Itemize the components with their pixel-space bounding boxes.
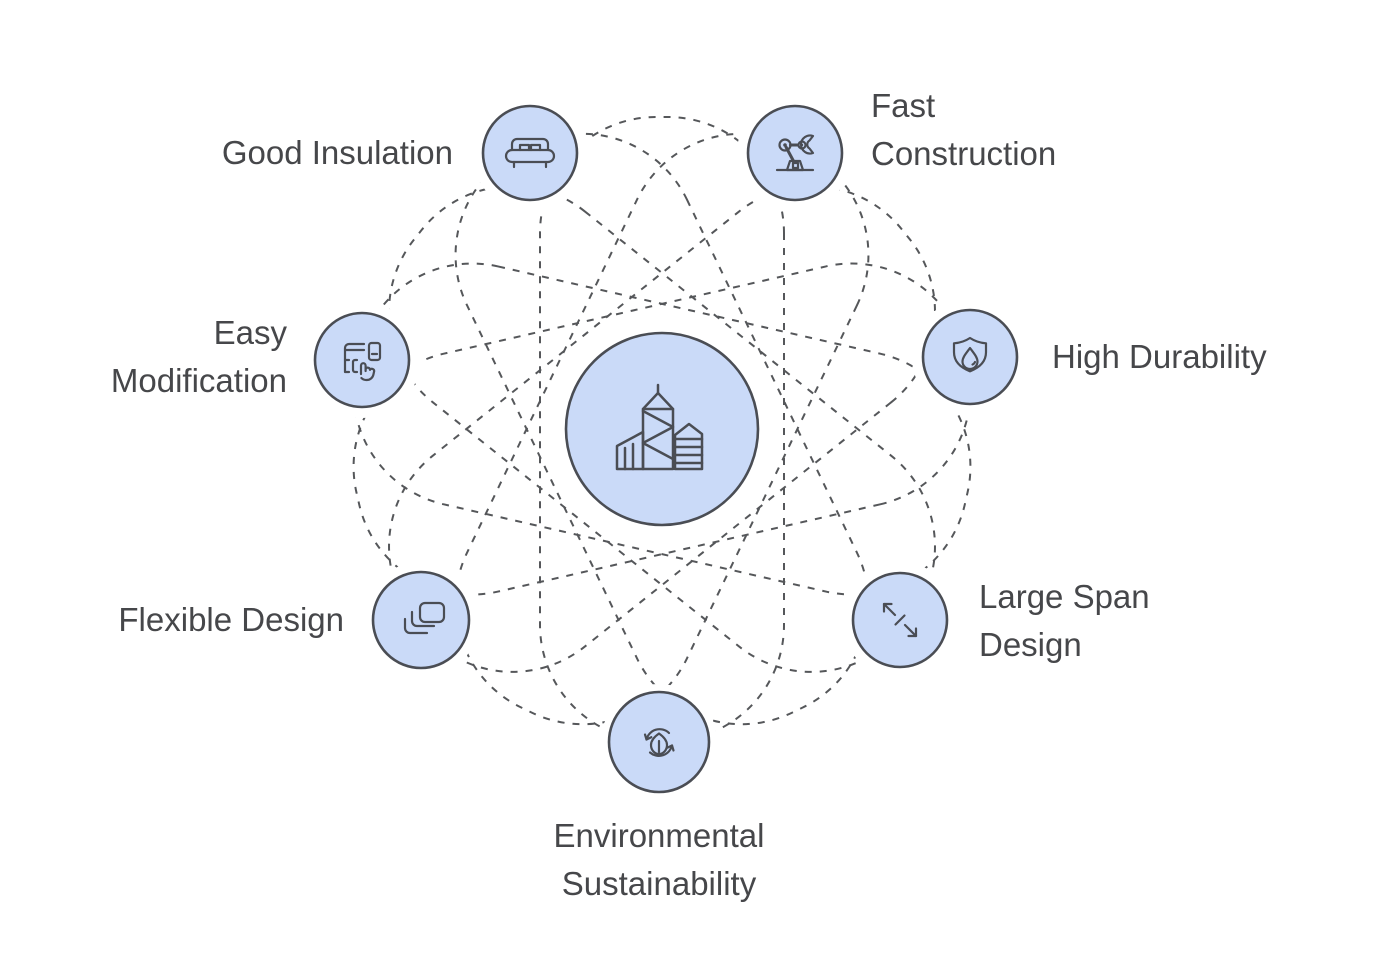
node-circle xyxy=(313,311,411,409)
orbit-path xyxy=(352,262,972,596)
label-high-durability: High Durability xyxy=(1052,338,1267,375)
city-buildings-icon xyxy=(615,383,704,471)
node-fast-construction xyxy=(746,104,844,202)
robot-arm-icon xyxy=(775,134,815,172)
shield-droplet-icon xyxy=(952,336,988,373)
leaf-recycle-icon xyxy=(643,728,675,757)
sofa-icon xyxy=(504,137,556,169)
node-circle xyxy=(921,308,1019,406)
label-large-span-design: Large Span Design xyxy=(979,578,1150,663)
expand-arrows-icon xyxy=(882,602,918,638)
center-node xyxy=(564,331,760,527)
orbit-paths xyxy=(352,116,972,742)
label-fast-construction: Fast Construction xyxy=(871,87,1057,172)
orbit-path xyxy=(388,185,936,673)
orbit-path xyxy=(352,262,972,596)
node-environmental-sustainability xyxy=(607,690,711,794)
orbit-path xyxy=(454,132,870,726)
devices-touch-icon xyxy=(343,341,382,382)
layers-icon xyxy=(403,601,446,635)
orbit-path xyxy=(388,185,936,673)
orbit-path xyxy=(454,132,870,726)
label-flexible-design: Flexible Design xyxy=(118,601,344,638)
label-good-insulation: Good Insulation xyxy=(221,134,453,171)
label-environmental-sustainability: Environmental Sustainability xyxy=(553,817,765,902)
node-flexible-design xyxy=(371,570,471,670)
node-circle xyxy=(746,104,844,202)
center-node-circle xyxy=(564,331,760,527)
node-high-durability xyxy=(921,308,1019,406)
node-easy-modification xyxy=(313,311,411,409)
node-good-insulation xyxy=(481,104,579,202)
node-large-span-design xyxy=(851,571,949,669)
label-easy-modification: Easy Modification xyxy=(110,314,287,399)
node-circle xyxy=(481,104,579,202)
orbit-path xyxy=(539,116,785,742)
